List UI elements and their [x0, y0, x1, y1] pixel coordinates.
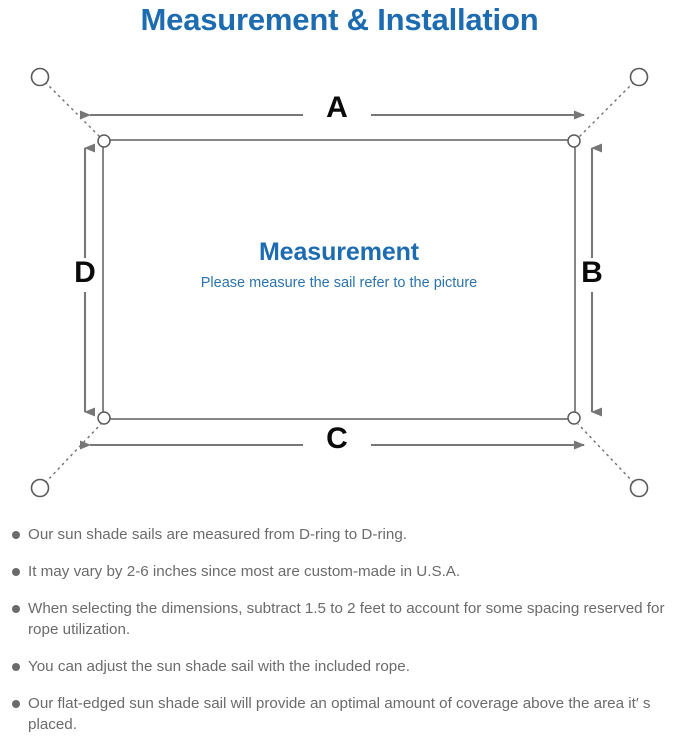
dimension-label-c: C [326, 422, 348, 455]
list-item: Our flat-edged sun shade sail will provi… [0, 693, 679, 735]
shade-sail-measurement-diagram: A C B D Measurement Please measure the s… [0, 46, 679, 516]
sail-body [102, 139, 576, 420]
note-text: You can adjust the sun shade sail with t… [28, 658, 410, 675]
rope-line-top-right [577, 81, 635, 139]
page-title: Measurement & Installation [140, 2, 539, 37]
anchor-ring-top-right [629, 67, 649, 87]
notes-list: Our sun shade sails are measured from D-… [0, 524, 679, 751]
dimension-label-d: D [74, 256, 96, 289]
bullet-icon [12, 700, 20, 708]
d-ring-bottom-left [97, 411, 111, 425]
diagram-svg [30, 67, 649, 498]
anchor-ring-bottom-right [629, 478, 649, 498]
list-item: You can adjust the sun shade sail with t… [0, 656, 679, 677]
d-ring-top-right [567, 134, 581, 148]
rope-line-bottom-left [44, 423, 102, 484]
anchor-rings [30, 67, 649, 498]
rope-line-top-left [44, 81, 102, 139]
bullet-icon [12, 605, 20, 613]
list-item: When selecting the dimensions, subtract … [0, 598, 679, 640]
bullet-icon [12, 568, 20, 576]
rope-line-bottom-right [577, 423, 635, 484]
bullet-icon [12, 663, 20, 671]
dimension-label-b: B [581, 256, 603, 289]
d-ring-bottom-right [567, 411, 581, 425]
note-text: Our flat-edged sun shade sail will provi… [28, 695, 651, 733]
list-item: Our sun shade sails are measured from D-… [0, 524, 679, 545]
sail-caption: Measurement Please measure the sail refe… [103, 236, 575, 293]
anchor-ring-top-left [30, 67, 50, 87]
d-ring-top-left [97, 134, 111, 148]
anchor-ring-bottom-left [30, 478, 50, 498]
list-item: It may vary by 2-6 inches since most are… [0, 561, 679, 582]
note-text: Our sun shade sails are measured from D-… [28, 526, 407, 543]
bullet-icon [12, 531, 20, 539]
d-rings [97, 134, 581, 425]
note-text: When selecting the dimensions, subtract … [28, 600, 665, 638]
sail-caption-heading: Measurement [258, 238, 420, 266]
note-text: It may vary by 2-6 inches since most are… [28, 563, 461, 580]
dimension-label-a: A [326, 91, 348, 124]
sail-caption-subheading: Please measure the sail refer to the pic… [200, 275, 478, 291]
rope-lines [44, 81, 635, 484]
